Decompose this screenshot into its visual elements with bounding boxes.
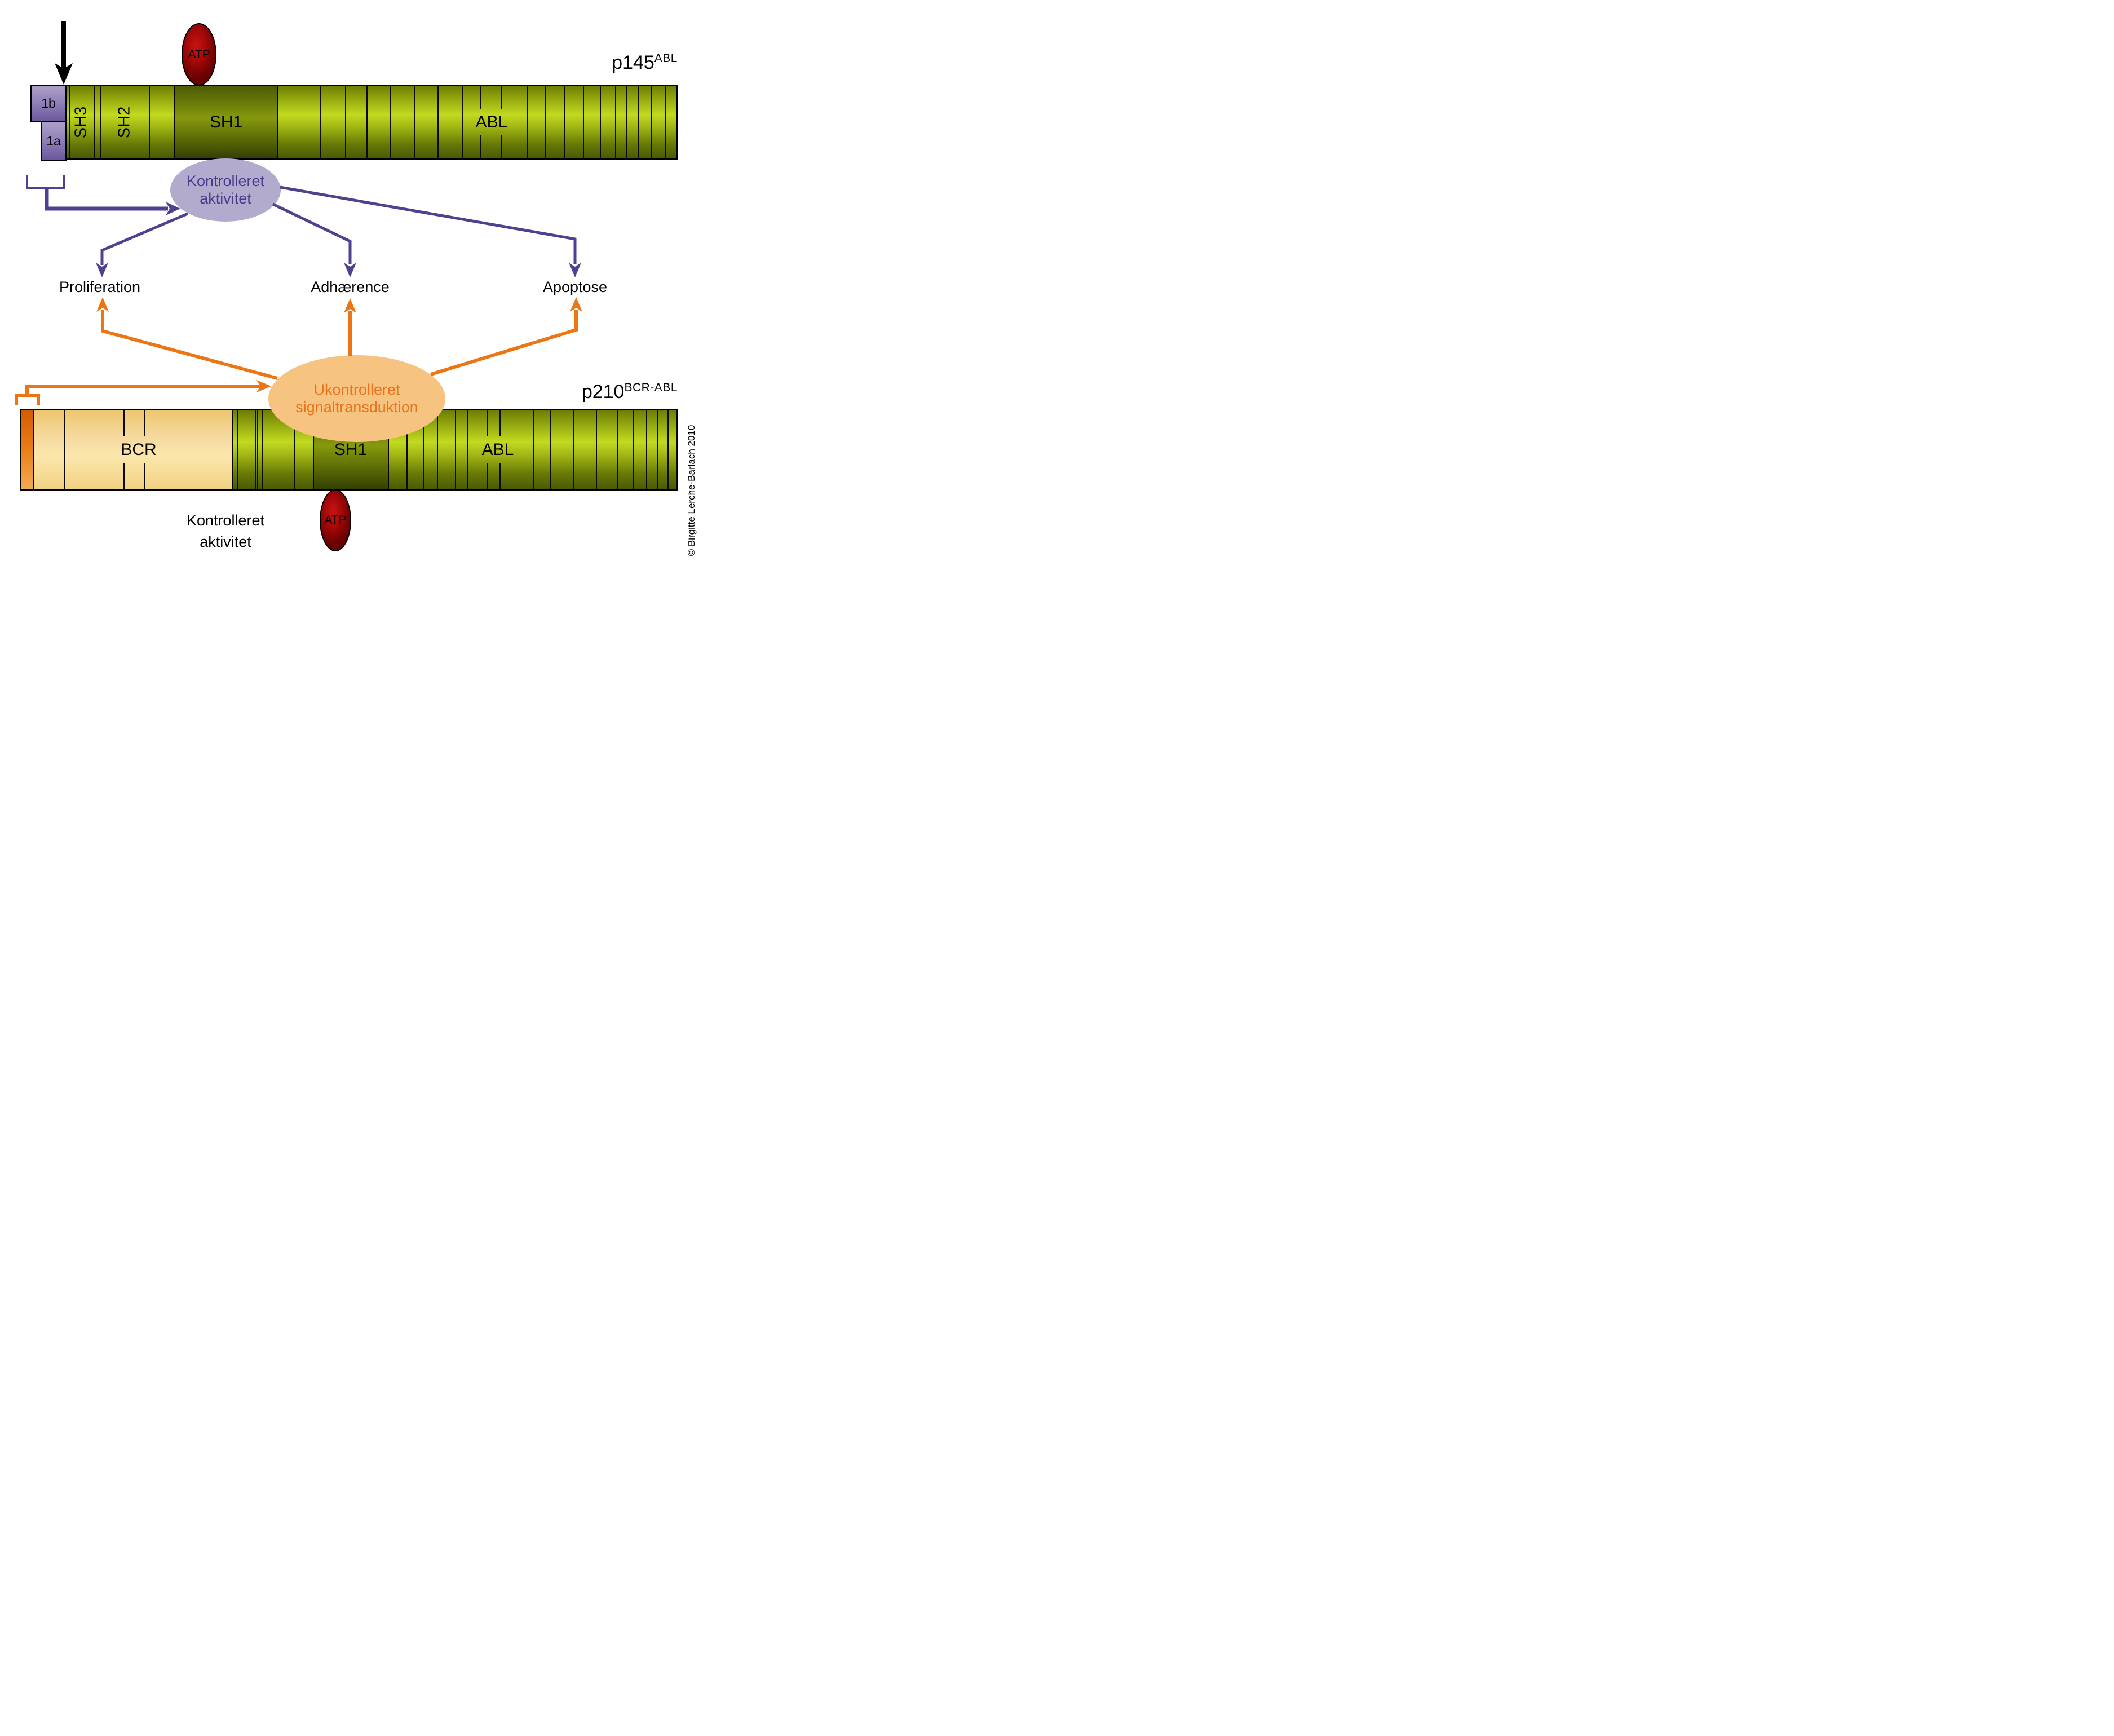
top-sh2-label: SH2 — [115, 106, 134, 138]
bottom-caption: Kontrolleret aktivitet — [141, 510, 310, 553]
exon-1a-box: 1a — [41, 121, 67, 161]
bottom-sh1-label: SH1 — [334, 440, 368, 459]
orange-arrowhead-uncontrolled — [256, 380, 271, 392]
p145-label: p145ABL — [536, 52, 678, 74]
bcr-orange-segment — [21, 410, 34, 489]
purple-arrow-to-apoptose — [280, 185, 577, 264]
bcr-region — [34, 410, 233, 489]
top-bar-segment-lines — [67, 86, 676, 158]
exon-1a-label: 1a — [46, 133, 61, 148]
p145-label-base: p145 — [612, 52, 654, 73]
orange-bracket — [15, 385, 260, 405]
outcome-label-adhaerence: Adhærence — [311, 279, 390, 295]
orange-arrowhead-adhaerence — [344, 298, 356, 313]
orange-arrow-to-proliferation — [101, 310, 278, 380]
exon-1b-box: 1b — [30, 85, 67, 122]
controlled-activity-line2: aktivitet — [200, 190, 251, 207]
p210-label-base: p210 — [581, 381, 625, 403]
purple-arrowhead-adhaerence — [344, 263, 356, 277]
uncontrolled-signal-line2: signaltransduktion — [295, 399, 418, 416]
orange-arrowhead-proliferation — [96, 297, 109, 312]
bottom-protein-bar: BCR SH1 ABL — [20, 409, 678, 491]
atp-bottom-label: ATP — [324, 514, 347, 527]
bottom-abl-label: ABL — [481, 440, 514, 459]
purple-arrow-to-proliferation — [100, 212, 188, 265]
uncontrolled-signal-ellipse: Ukontrolleret signaltransduktion — [268, 355, 445, 442]
top-sh3-label: SH3 — [72, 106, 90, 138]
p210-label-sup: BCR-ABL — [624, 381, 678, 394]
bottom-bar-segment-lines — [21, 410, 677, 489]
outcome-label-apoptose: Apoptose — [542, 279, 608, 295]
orange-arrow-to-apoptose — [430, 310, 578, 376]
purple-arrow-to-adhaerence — [272, 202, 352, 264]
top-protein-bar: SH3 SH2 SH1 ABL — [66, 85, 678, 160]
controlled-activity-ellipse: Kontrolleret aktivitet — [170, 158, 281, 222]
orange-arrowhead-apoptose — [570, 297, 582, 312]
black-arrow-icon — [55, 21, 73, 85]
atp-bottom-ellipse: ATP — [320, 489, 351, 551]
atp-top-ellipse: ATP — [182, 23, 216, 86]
top-sh1-region — [174, 86, 278, 158]
bottom-caption-line2: aktivitet — [200, 533, 251, 550]
diagram-canvas: ATP ATP SH3 SH2 SH1 ABL 1b 1a BCR SH1 AB… — [0, 0, 705, 579]
bcr-label: BCR — [121, 440, 157, 459]
p210-label: p210BCR-ABL — [536, 381, 678, 403]
p145-label-sup: ABL — [654, 52, 678, 65]
controlled-activity-line1: Kontrolleret — [186, 173, 265, 190]
outcome-label-proliferation: Proliferation — [59, 279, 141, 295]
uncontrolled-signal-line1: Ukontrolleret — [313, 381, 400, 399]
exon-1b-label: 1b — [41, 96, 56, 111]
copyright-text: © Birgitte Lerche-Barlach 2010 — [686, 425, 697, 556]
purple-arrowhead-proliferation — [96, 263, 108, 277]
top-abl-label: ABL — [475, 112, 508, 131]
purple-arrowhead-apoptose — [569, 263, 581, 277]
purple-arrow-to-controlled-shaft — [45, 188, 168, 211]
bottom-caption-line1: Kontrolleret — [186, 512, 265, 529]
atp-top-label: ATP — [188, 47, 210, 61]
purple-bracket — [26, 175, 65, 189]
top-sh1-label: SH1 — [209, 112, 243, 131]
